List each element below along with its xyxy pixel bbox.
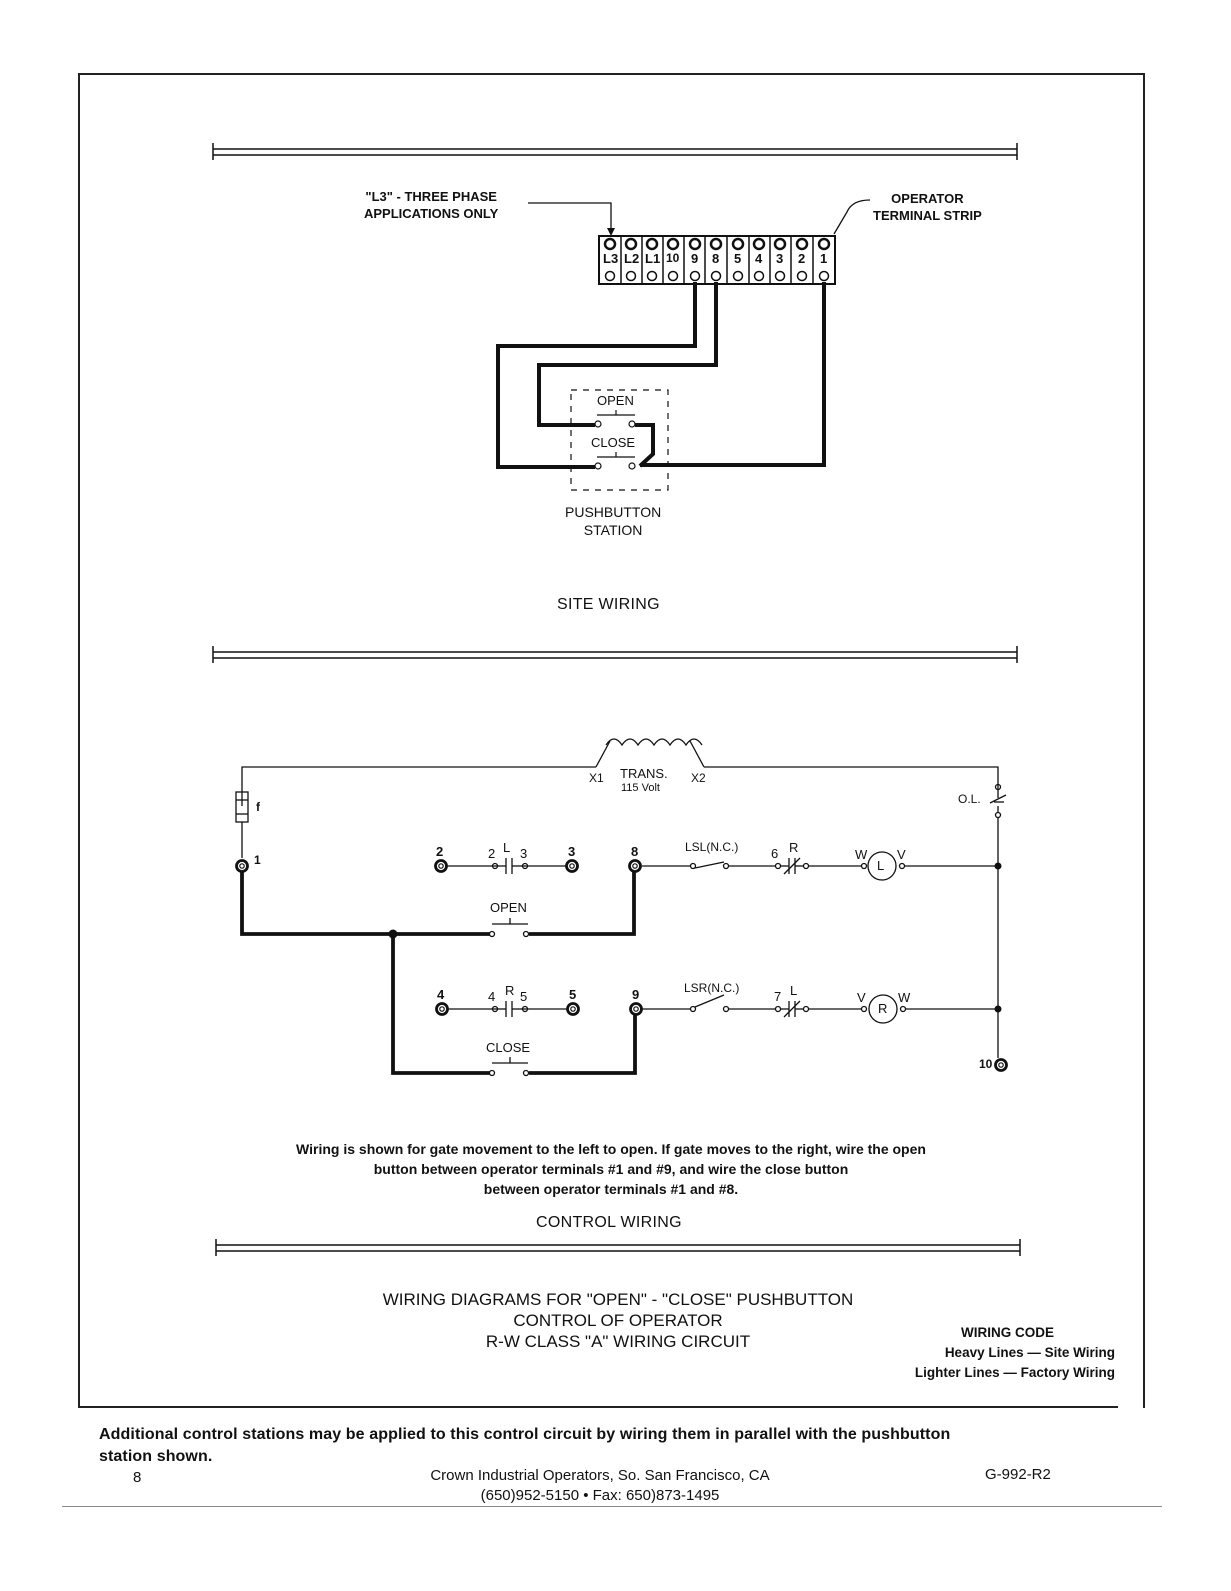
l3-note-line-2: APPLICATIONS ONLY (364, 206, 499, 221)
row1-interlock-number: 6 (771, 846, 779, 861)
pushbutton-station-label-line-1: PUSHBUTTON (565, 504, 662, 520)
row1-motor-v: V (897, 847, 906, 862)
control-close-label: CLOSE (486, 1040, 531, 1055)
additional-stations-note-line-1: Additional control stations may be appli… (99, 1426, 951, 1443)
terminal-label-2: 2 (798, 251, 806, 266)
row2-limit-switch-label: LSR(N.C.) (684, 981, 740, 995)
control-light-wires (235, 738, 1007, 1077)
terminal-label-4: 4 (755, 251, 763, 266)
junction-dots (388, 862, 1002, 1013)
footer-rule (62, 1506, 1162, 1507)
terminal-label-5: 5 (734, 251, 742, 266)
gate-direction-note-line-1: Wiring is shown for gate movement to the… (296, 1141, 926, 1157)
document-number: G-992-R2 (985, 1466, 1051, 1483)
terminal-label-l2: L2 (624, 251, 640, 266)
site-wires (496, 282, 826, 469)
transformer-label: TRANS. (620, 766, 668, 781)
row1-terminal-2: 2 (436, 844, 444, 859)
control-wiring-title: CONTROL WIRING (536, 1214, 682, 1231)
row2-motor-w: W (898, 990, 911, 1005)
row2-contact-mid: R (505, 983, 515, 998)
transformer-volt-label: 115 Volt (621, 782, 660, 794)
terminal-label-l3: L3 (603, 251, 619, 266)
row1-motor-label: L (877, 858, 885, 873)
gate-direction-note-line-2: button between operator terminals #1 and… (373, 1161, 849, 1177)
row1-contact-mid: L (503, 840, 511, 855)
wiring-code-heading: WIRING CODE (961, 1325, 1054, 1340)
company-footer-line-2: (650)952-5150 • Fax: 650)873-1495 (480, 1487, 720, 1504)
row1-motor-w: W (855, 847, 868, 862)
additional-stations-note: Additional control stations may be appli… (99, 1424, 1124, 1468)
page-frame (78, 73, 1145, 1408)
row2-terminal-9: 9 (632, 987, 640, 1002)
row2-interlock-number: 7 (774, 989, 782, 1004)
site-wiring-title: SITE WIRING (557, 596, 660, 613)
strip-leader (833, 199, 871, 235)
main-title-line-1: WIRING DIAGRAMS FOR "OPEN" - "CLOSE" PUS… (382, 1290, 854, 1309)
divider-middle (212, 646, 1018, 663)
row2-contact-left: 4 (488, 989, 496, 1004)
row1-interlock-label: R (789, 840, 799, 855)
station-open-label: OPEN (597, 393, 634, 408)
l3-note-line-1: "L3" - THREE PHASE (365, 189, 497, 204)
x1-label: X1 (589, 771, 604, 785)
row1-contact-left: 2 (488, 846, 496, 861)
row2-terminal-5: 5 (569, 987, 577, 1002)
station-close-label: CLOSE (591, 435, 636, 450)
terminal-label-9: 9 (691, 251, 699, 266)
wiring-code-heavy: Heavy Lines — Site Wiring (944, 1345, 1115, 1360)
row2-motor-v: V (857, 990, 866, 1005)
row1-terminal-3: 3 (568, 844, 576, 859)
terminal-label-8: 8 (712, 251, 720, 266)
wiring-code-light: Lighter Lines — Factory Wiring (914, 1365, 1115, 1380)
terminal-label-3: 3 (776, 251, 784, 266)
l3-leader (528, 202, 612, 232)
page-number: 8 (133, 1469, 142, 1486)
row1-limit-switch-label: LSL(N.C.) (685, 840, 739, 854)
terminal-strip-label-line-2: TERMINAL STRIP (873, 208, 982, 223)
row1-contact-right: 3 (520, 846, 528, 861)
l3-note: "L3" - THREE PHASE APPLICATIONS ONLY (364, 188, 498, 222)
fuse-label: f (256, 800, 260, 814)
terminal-label-10: 10 (666, 251, 680, 265)
control-heavy-wires (240, 872, 637, 1075)
main-title-line-3: R-W CLASS "A" WIRING CIRCUIT (485, 1332, 751, 1351)
terminal-strip-label-line-1: OPERATOR (891, 191, 964, 206)
row2-motor-label: R (878, 1001, 888, 1016)
company-footer-line-1: Crown Industrial Operators, So. San Fran… (430, 1467, 770, 1484)
divider-bottom (215, 1239, 1021, 1256)
pushbutton-station-label: PUSHBUTTON STATION (565, 503, 661, 539)
terminal-strip-label: OPERATOR TERMINAL STRIP (873, 190, 982, 224)
page-frame-bottom (78, 1406, 1118, 1408)
row1-terminal-8: 8 (631, 844, 639, 859)
company-footer: Crown Industrial Operators, So. San Fran… (330, 1466, 870, 1506)
divider-top (212, 143, 1018, 160)
pushbutton-station-box (570, 389, 669, 491)
control-open-label: OPEN (490, 900, 527, 915)
control-terminals (235, 859, 1008, 1072)
pushbutton-station-label-line-2: STATION (583, 522, 643, 538)
overload-label: O.L. (958, 792, 981, 806)
main-title-line-2: CONTROL OF OPERATOR (513, 1311, 723, 1330)
additional-stations-note-line-2: station shown. (99, 1448, 213, 1465)
gate-direction-note: Wiring is shown for gate movement to the… (218, 1139, 1004, 1199)
diagram-main-title: WIRING DIAGRAMS FOR "OPEN" - "CLOSE" PUS… (330, 1289, 906, 1352)
terminal-1-label: 1 (254, 853, 261, 867)
l3-arrowhead (607, 228, 615, 236)
terminal-10-label: 10 (979, 1057, 993, 1071)
terminal-label-l1: L1 (645, 251, 661, 266)
terminal-strip (598, 235, 836, 285)
row2-interlock-label: L (790, 983, 798, 998)
wiring-code-legend: WIRING CODE Heavy Lines — Site Wiring Li… (860, 1323, 1115, 1383)
x2-label: X2 (691, 771, 706, 785)
terminal-label-1: 1 (820, 251, 828, 266)
gate-direction-note-line-3: between operator terminals #1 and #8. (483, 1181, 739, 1197)
row2-contact-right: 5 (520, 989, 528, 1004)
row2-terminal-4: 4 (437, 987, 445, 1002)
